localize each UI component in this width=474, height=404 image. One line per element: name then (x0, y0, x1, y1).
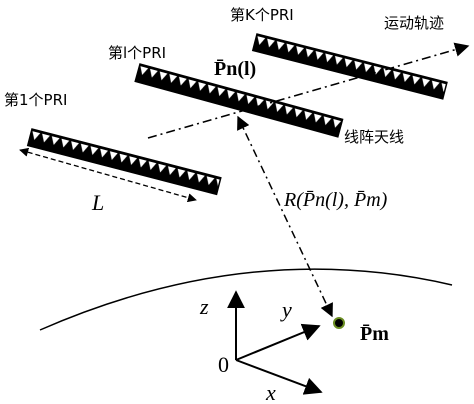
label-axis-z: z (199, 294, 209, 319)
antenna-array-first (26, 128, 222, 196)
label-antenna-pos: P̄n(l) (214, 58, 256, 80)
axis-y-line (235, 323, 321, 361)
target-point (333, 317, 345, 329)
label-target-pos: P̄m (360, 323, 389, 345)
label-axis-x: x (265, 380, 276, 404)
motion-trajectory-line (147, 42, 470, 139)
length-dimension-arrow (19, 147, 197, 203)
axis-x-line (235, 359, 323, 395)
ground-curve (39, 268, 453, 331)
label-pri-l: 第l个PRI (108, 44, 166, 62)
label-origin: 0 (218, 352, 229, 377)
label-axis-y: y (280, 297, 292, 322)
label-motion-track: 运动轨迹 (384, 14, 444, 32)
label-pri-first: 第1个PRI (4, 91, 67, 109)
label-length-symbol: L (91, 190, 104, 215)
range-line (237, 115, 333, 318)
label-range-expr: R(P̄n(l), P̄m) (283, 189, 388, 211)
label-pri-k: 第K个PRI (230, 6, 294, 24)
antenna-array-k (251, 33, 448, 100)
coordinate-axes (227, 290, 323, 395)
label-linear-array: 线阵天线 (344, 128, 404, 146)
